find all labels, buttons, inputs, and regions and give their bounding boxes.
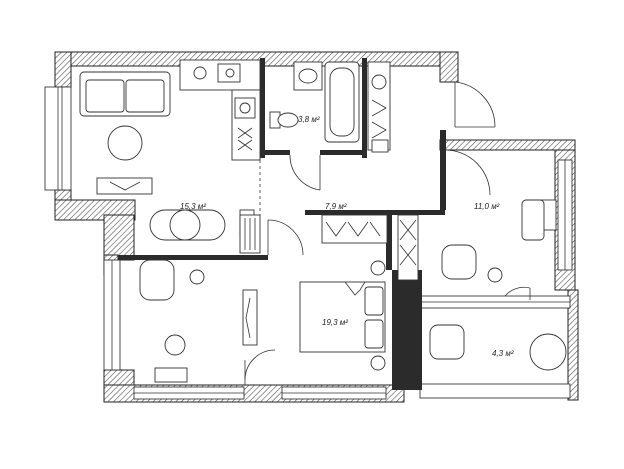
area-label-balcony: 4,3 м² (492, 349, 514, 358)
small-bedroom-furniture (441, 199, 557, 283)
area-label-living-kitchen: 15,3 м² (180, 202, 206, 211)
balcony-furniture (429, 324, 567, 371)
area-labels: 15,3 м² 3,8 м² 7,9 м² 11,0 м² 19,3 м² 4,… (180, 115, 514, 358)
kitchen-living-furniture (79, 59, 261, 254)
area-label-bedroom-large: 19,3 м² (322, 318, 348, 327)
area-label-bedroom-small: 11,0 м² (474, 202, 500, 211)
bathroom-fixtures (269, 61, 391, 153)
area-label-hallway: 7,9 м² (325, 202, 347, 211)
interior-walls (118, 58, 446, 390)
hallway-wardrobe (321, 214, 419, 281)
doors (244, 81, 531, 385)
large-bedroom-furniture (139, 259, 386, 383)
area-label-bathroom: 3,8 м² (298, 115, 320, 124)
